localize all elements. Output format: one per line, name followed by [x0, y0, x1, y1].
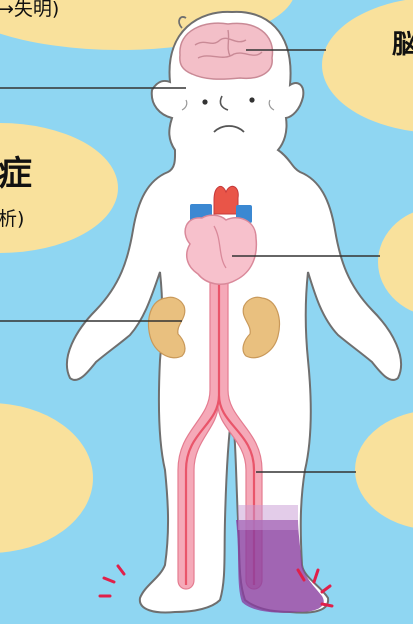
eye-callout-text: →失明) — [0, 0, 59, 21]
kidney-callout-heading: 症 — [0, 146, 32, 195]
brain-callout-text: 脳 — [392, 24, 413, 61]
callout-bubble-heart — [378, 207, 413, 317]
kidney-callout-subtext: 析) — [0, 204, 24, 231]
callout-bubble-brain — [322, 0, 413, 133]
callout-bubble-legs — [0, 403, 93, 553]
callout-bubble-feet — [355, 410, 413, 530]
foot-purple-fade — [238, 505, 298, 530]
foot-purple-region — [236, 520, 324, 613]
brain-icon — [180, 23, 273, 79]
